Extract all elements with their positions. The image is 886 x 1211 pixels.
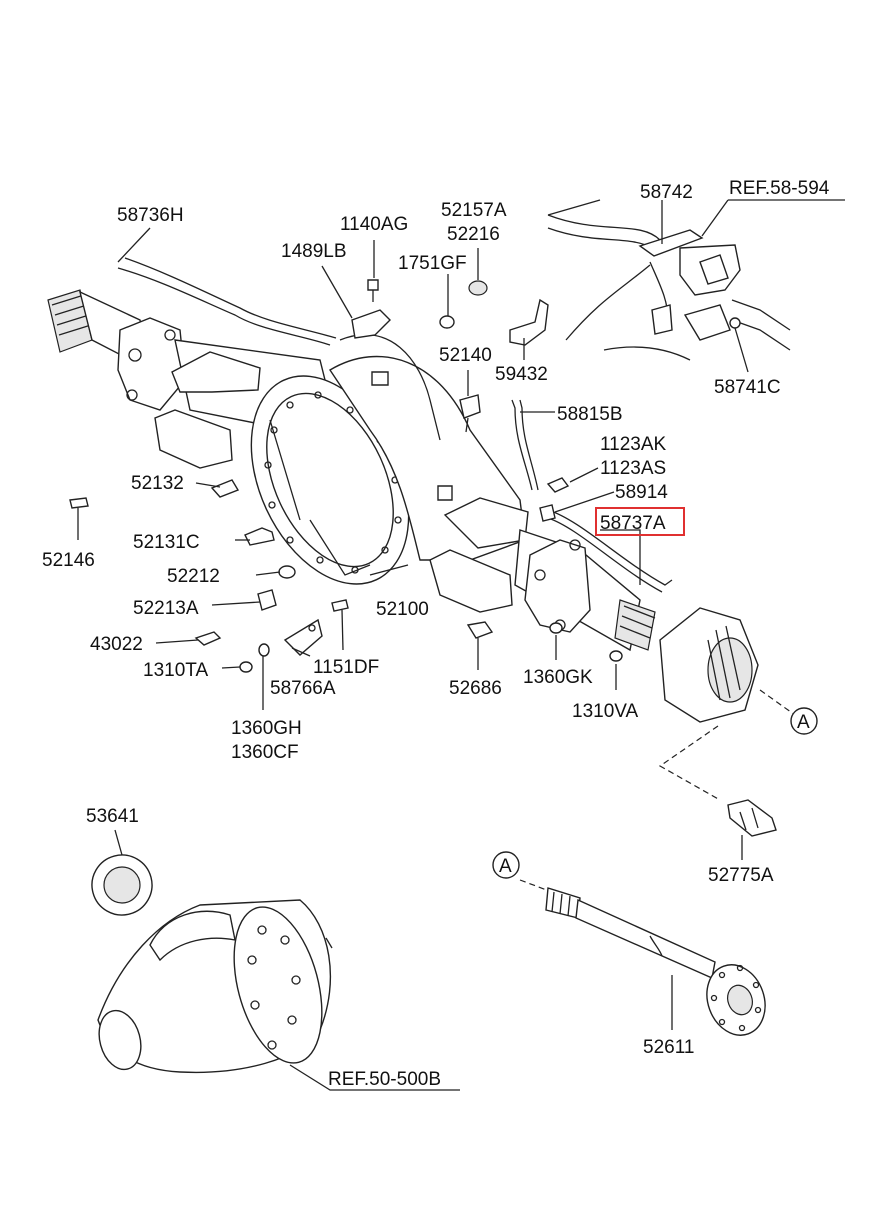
carrier-assembly-drawing (91, 854, 333, 1074)
axle-shaft-drawing (519, 879, 766, 1036)
label-1360GH: 1360GH (231, 718, 302, 739)
label-52132: 52132 (131, 473, 184, 494)
load-sensing-valve-drawing (638, 229, 741, 341)
label-52100: 52100 (376, 599, 429, 620)
label-52213A: 52213A (133, 598, 199, 619)
leader-lines (77, 199, 845, 1091)
hub-and-stud-drawing (658, 607, 796, 837)
label-52140: 52140 (439, 345, 492, 366)
label-1751GF: 1751GF (398, 253, 467, 274)
label-52775A: 52775A (708, 865, 774, 886)
label-43022: 43022 (90, 634, 143, 655)
part-labels: 58736H 1140AG 52157A 52216 1489LB 1751GF… (42, 178, 830, 1090)
label-1360CF: 1360CF (231, 742, 299, 763)
marker-a-shaft: A (492, 851, 520, 879)
label-1140AG: 1140AG (340, 214, 408, 235)
label-52157A: 52157A (441, 200, 507, 221)
label-58736H: 58736H (117, 205, 184, 226)
small-parts-drawing (69, 279, 623, 673)
label-58914: 58914 (615, 482, 668, 503)
label-58741C: 58741C (714, 377, 781, 398)
label-1123AK: 1123AK (600, 434, 667, 455)
label-58737A[interactable]: 58737A (600, 513, 666, 534)
label-1489LB: 1489LB (281, 241, 347, 262)
label-52686: 52686 (449, 678, 502, 699)
highlight-box-58737A (595, 507, 685, 536)
label-58742: 58742 (640, 182, 693, 203)
axle-housing-drawing (47, 289, 656, 652)
label-1151DF: 1151DF (313, 657, 379, 678)
label-59432: 59432 (495, 364, 548, 385)
label-52146: 52146 (42, 550, 95, 571)
label-52212: 52212 (167, 566, 220, 587)
label-58815B: 58815B (557, 404, 623, 425)
marker-a-hub: A (790, 707, 818, 735)
label-52611: 52611 (643, 1037, 694, 1058)
label-53641: 53641 (86, 806, 139, 827)
label-ref-58-594: REF.58-594 (729, 178, 830, 199)
label-52216: 52216 (447, 224, 500, 245)
label-1360GK: 1360GK (523, 667, 593, 688)
label-58766A: 58766A (270, 678, 336, 699)
label-ref-50-500B: REF.50-500B (328, 1069, 441, 1090)
marker-a-hub-label: A (797, 712, 810, 733)
marker-a-shaft-label: A (499, 856, 512, 877)
label-1310TA: 1310TA (143, 660, 208, 681)
label-52131C: 52131C (133, 532, 200, 553)
label-1123AS: 1123AS (600, 458, 666, 479)
label-1310VA: 1310VA (572, 701, 639, 722)
